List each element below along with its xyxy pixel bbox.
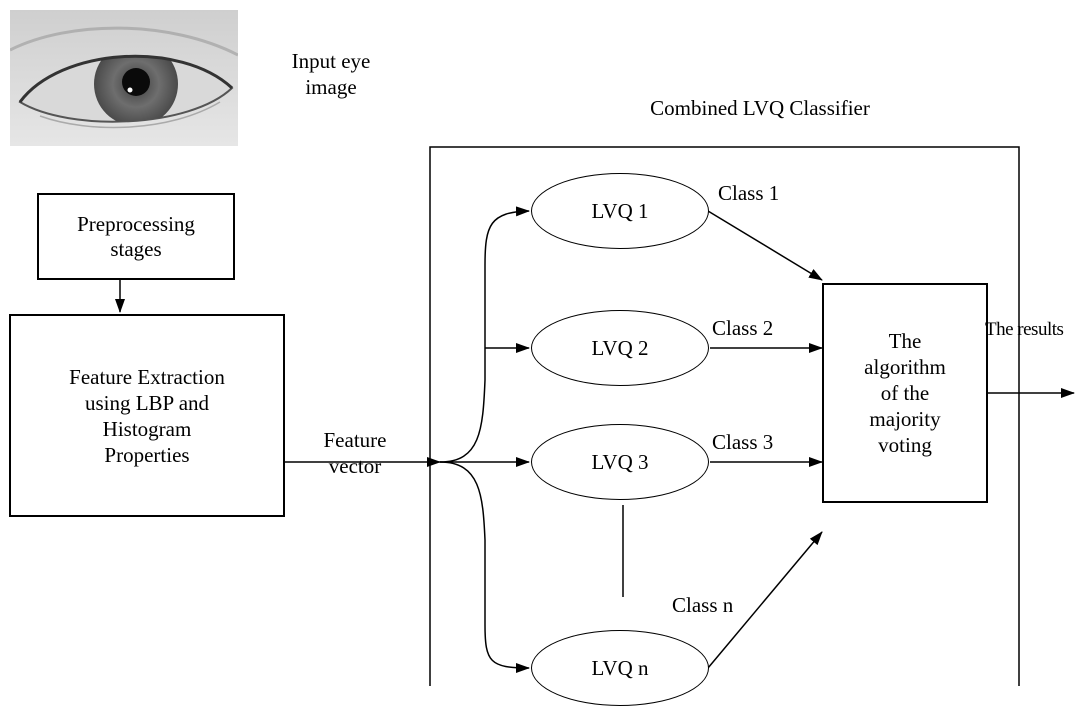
majority-voting-box: The algorithm of the majority voting [822, 283, 988, 503]
branch-lvqn [439, 461, 530, 673]
input-label-line2: image [305, 75, 357, 99]
preprocessing-line2: stages [110, 236, 162, 261]
feature-vector-line1: Feature [323, 428, 387, 452]
voting-line1: The [888, 329, 922, 353]
lvq-node-3: LVQ 3 [531, 424, 709, 500]
voting-line5: voting [878, 433, 932, 457]
fe-line4: Properties [104, 442, 190, 467]
fe-line1: Feature Extraction [69, 364, 225, 389]
class-label-1: Class 1 [718, 181, 780, 205]
eye-image [10, 10, 238, 146]
arrow-class1 [707, 210, 823, 281]
lvq-node-n: LVQ n [531, 630, 709, 706]
results-label: The results [985, 319, 1064, 340]
feature-vector-line2: vector [328, 454, 382, 478]
preprocessing-box: Preprocessing stages [37, 193, 235, 280]
feature-extraction-box: Feature Extraction using LBP and Histogr… [9, 314, 285, 517]
preprocessing-line1: Preprocessing [77, 211, 195, 236]
voting-line3: of the [880, 381, 930, 405]
classifier-container [429, 146, 1020, 686]
voting-line4: majority [869, 407, 941, 431]
feature-vector-label: Feature vector [300, 427, 410, 479]
classifier-title: Combined LVQ Classifier [650, 96, 870, 120]
fe-line3: Histogram [102, 416, 192, 441]
input-label-line1: Input eye [291, 49, 371, 73]
input-eye-label: Input eye image [276, 48, 386, 100]
branch-lvq1 [439, 206, 530, 463]
class-label-n: Class n [672, 593, 734, 617]
lvq-node-1: LVQ 1 [531, 173, 709, 249]
voting-line2: algorithm [864, 355, 946, 379]
arrow-classn [707, 531, 823, 669]
class-label-2: Class 2 [712, 316, 774, 340]
fe-line2: using LBP and [84, 390, 210, 415]
class-label-3: Class 3 [712, 430, 774, 454]
lvq-node-2: LVQ 2 [531, 310, 709, 386]
